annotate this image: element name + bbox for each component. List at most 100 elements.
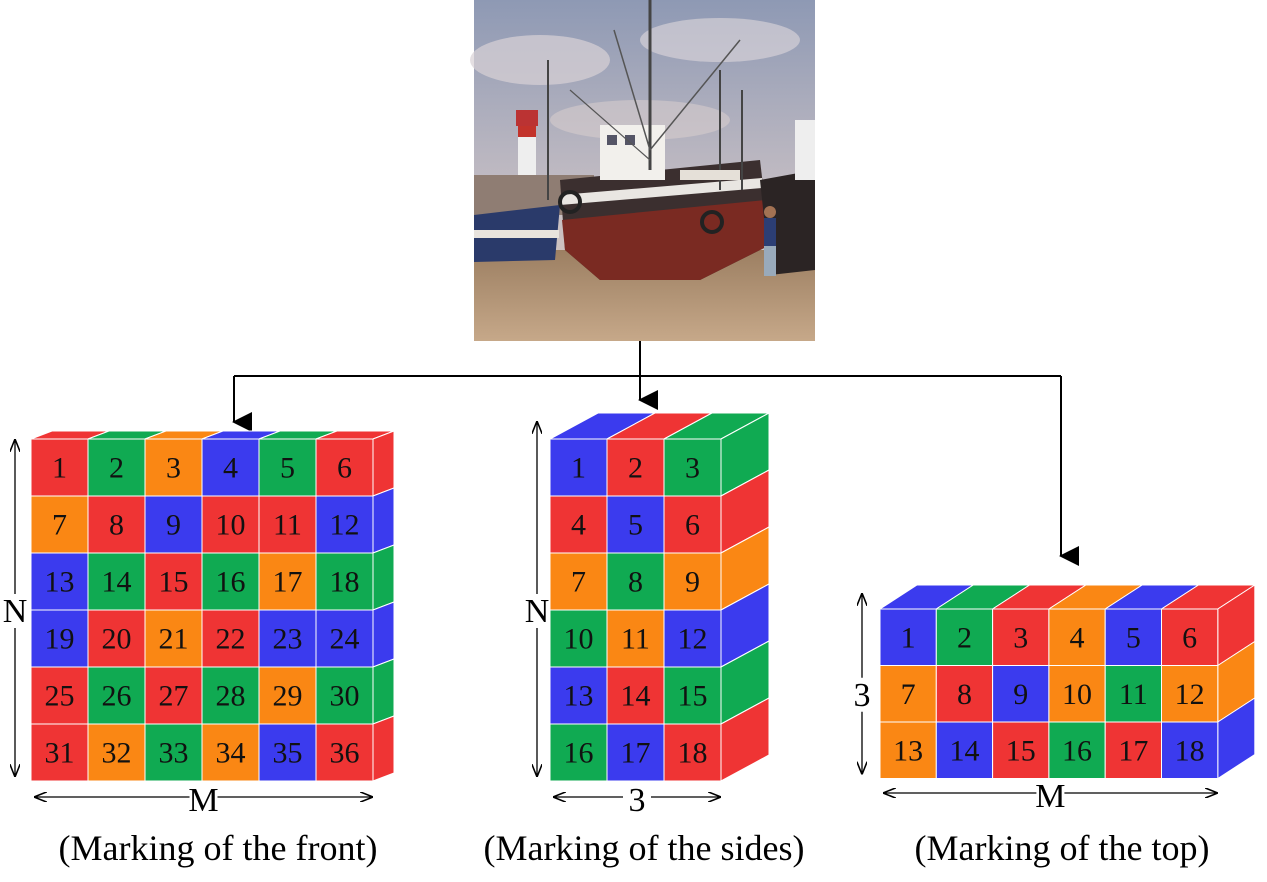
cell-number: 9 [1013,678,1028,711]
grid-cell [606,723,665,782]
grid-cell [1161,721,1219,779]
cell-number: 8 [628,566,643,599]
cell-number: 25 [45,680,75,713]
grid-cell [144,666,203,725]
cell-number: 9 [685,566,700,599]
cell-number: 1 [901,621,916,654]
horizontal-dimension-label: M [188,782,218,819]
grid-cell [201,438,260,497]
grid-cell [549,552,608,611]
grid-cell [1161,665,1219,723]
cell-number: 1 [571,452,586,485]
grid-cell [30,495,89,554]
cell-number: 2 [957,621,972,654]
grid-cell [315,666,374,725]
grid-cell [663,609,722,668]
side-face-cell [372,544,395,611]
cell-number: 8 [109,509,124,542]
cell-number: 13 [45,566,75,599]
grid-cell [87,666,146,725]
cell-number: 14 [949,734,979,767]
grid-cell [1104,608,1162,666]
cell-number: 12 [330,509,360,542]
grid-cell [144,609,203,668]
cell-number: 15 [159,566,189,599]
grid-cell [258,666,317,725]
grid-cell [144,552,203,611]
grid-cell [606,552,665,611]
grid-cell [144,723,203,782]
cell-number: 3 [1013,621,1028,654]
vertical-dimension-label: N [3,593,28,630]
cell-number: 6 [337,452,352,485]
grid-cell [606,438,665,497]
connector-arrows [232,341,1079,566]
side-face-cell [372,430,395,497]
grid-cell [549,438,608,497]
cell-number: 7 [571,566,586,599]
grid-cell [663,723,722,782]
cell-number: 15 [678,680,708,713]
grid-cell [87,495,146,554]
grid-cell [201,495,260,554]
cell-number: 11 [273,509,302,542]
grid-cell [663,552,722,611]
boat-harbor-photo [470,0,815,341]
horizontal-dimension-label: 3 [629,782,646,819]
grid-cell [992,721,1050,779]
grid-cell [315,723,374,782]
cell-number: 8 [957,678,972,711]
cell-number: 17 [621,737,651,770]
cell-number: 5 [1126,621,1141,654]
grid-cell [87,723,146,782]
grid-cell [315,552,374,611]
grid-cell [1048,721,1106,779]
cell-number: 21 [159,623,189,656]
cell-number: 7 [52,509,67,542]
cell-number: 12 [1175,678,1205,711]
side-face-cell [372,658,395,725]
grid-cell [992,608,1050,666]
cell-number: 7 [901,678,916,711]
cell-number: 4 [571,509,586,542]
cell-number: 27 [159,680,189,713]
cell-number: 32 [102,737,132,770]
cell-number: 14 [621,680,651,713]
grid-cell [144,495,203,554]
caption-front: (Marking of the front) [59,828,378,868]
vertical-dimension-label: N [525,593,550,630]
grid-cell [30,723,89,782]
cell-number: 24 [330,623,360,656]
cell-number: 6 [1182,621,1197,654]
grid-cell [315,495,374,554]
cell-number: 9 [166,509,181,542]
cell-number: 18 [678,737,708,770]
cell-number: 17 [273,566,303,599]
cell-number: 36 [330,737,360,770]
cell-number: 22 [216,623,246,656]
cell-number: 15 [1006,734,1036,767]
cell-number: 10 [216,509,246,542]
grid-cell [663,666,722,725]
cell-number: 16 [564,737,594,770]
cell-number: 20 [102,623,132,656]
cell-number: 16 [216,566,246,599]
cell-number: 10 [1062,678,1092,711]
side-face-cell [372,487,395,554]
grid-cell [549,723,608,782]
grid-cell [258,552,317,611]
cell-number: 30 [330,680,360,713]
cell-number: 1 [52,452,67,485]
grid-cell [549,666,608,725]
cell-number: 23 [273,623,303,656]
cell-number: 11 [1119,678,1148,711]
cell-number: 34 [216,737,246,770]
cell-number: 29 [273,680,303,713]
cell-number: 11 [621,623,650,656]
vertical-dimension-label: 3 [854,677,871,714]
